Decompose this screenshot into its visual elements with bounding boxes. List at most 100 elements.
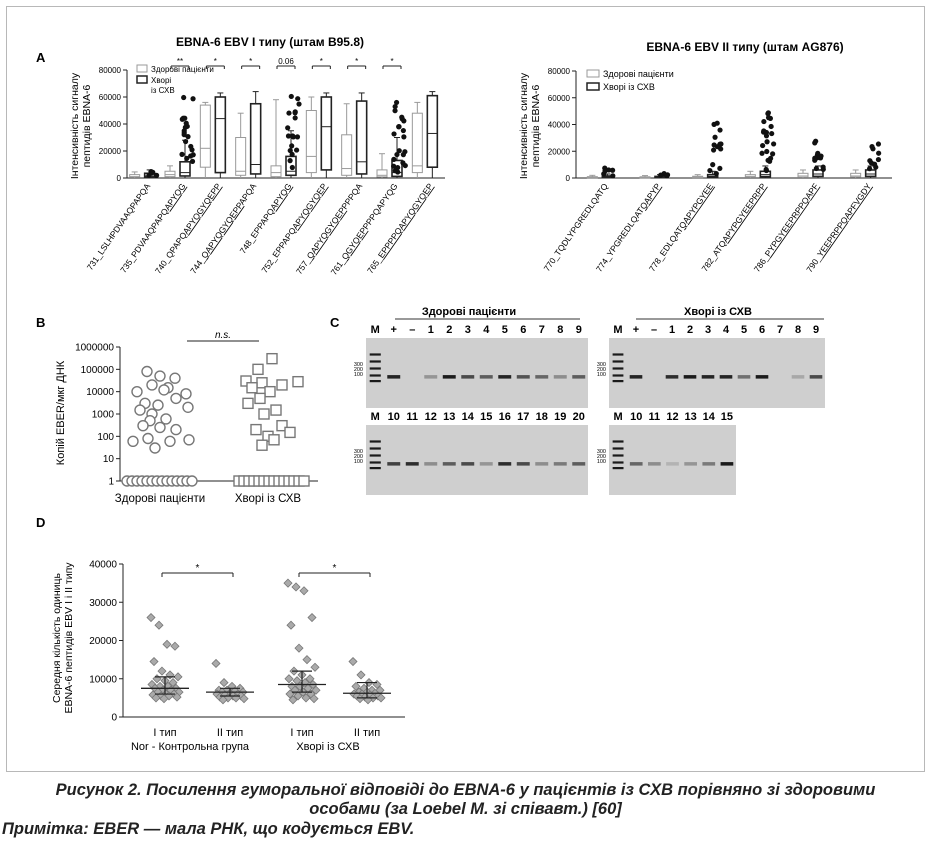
gel-lane-label: 10 [388,411,400,423]
sig-label: * [196,563,200,574]
legend-healthy-label: Здорові пацієнти [151,65,214,74]
gel-lane-label: 2 [687,324,693,336]
pcr-band [387,375,401,379]
gel-lane-label: 13 [685,411,697,423]
panel-b-letter: B [36,315,45,330]
gel-lane-label: M [613,411,622,423]
outlier-point [765,111,771,117]
pcr-band [666,462,679,466]
peptide-label: 740_QPAPQAPYQGYQEPP [153,181,223,276]
peptide-label: 744_QAPYQGYQEPPAPQA [188,181,258,276]
outlier-point [876,150,882,156]
box [376,169,388,178]
panel-d-xtick-3: I тип [290,727,313,739]
outlier-point [815,150,821,156]
box [179,161,191,177]
data-point [146,612,156,623]
outlier-point [181,94,187,101]
outlier-point [285,125,291,131]
marker-band [369,380,381,383]
outlier-point [183,138,189,145]
y-tick-label: 1000 [92,410,115,421]
outlier-point [148,168,154,175]
data-point [159,694,169,704]
y-tick-label: 80000 [99,66,122,75]
panel-c-header-healthy: Здорові пацієнти [422,306,516,318]
sig-label: * [214,57,217,66]
panel-a-right-ylabel-2: пептидів EBNA-6 [530,84,542,167]
outlier-point [396,123,402,130]
healthy-point [160,413,172,425]
marker-band [369,467,381,470]
outlier-point [183,120,189,126]
outlier-point [710,147,717,153]
pcr-band [516,462,530,466]
pcr-band [572,375,586,379]
outlier-point [401,134,407,140]
legend-patients-label: Хворі [151,76,171,85]
healthy-point-baseline [186,475,198,487]
marker-size-label: 300 [597,449,606,455]
sig-label: 0.06 [278,57,294,66]
y-tick-label: 10000 [89,674,117,685]
panel-a-letter: A [36,50,46,65]
marker-band [612,367,624,370]
figure-frame [6,6,925,772]
marker-band [612,467,624,470]
gel-lane-label: 17 [517,411,529,423]
data-point [149,656,159,667]
data-point [299,586,309,596]
y-tick-label: 10000 [86,387,114,398]
pcr-band [809,375,823,379]
marker-size-label: 100 [597,459,606,465]
data-point [219,678,229,688]
sig-label: ** [177,57,183,66]
gel-lane-label: 3 [705,324,711,336]
outlier-point [761,118,767,125]
y-tick-label: 40000 [99,120,122,129]
outlier-point [875,156,882,163]
outlier-point [391,156,397,162]
legend-patients-label-2: із СХВ [151,86,175,95]
outlier-point [710,162,716,168]
box [164,170,176,178]
gel-lane-label: 19 [554,411,566,423]
outlier-point [292,110,298,116]
data-point [307,612,317,623]
data-point [294,643,304,653]
outlier-point [394,151,400,158]
outlier-point [761,128,767,134]
gel-lane-label: 16 [499,411,511,423]
patient-point [252,363,264,376]
outlier-point [759,150,765,156]
pcr-band [684,462,697,466]
gel-lane-label: M [613,324,622,336]
panel-d-group-2: Хворі із СХВ [296,741,359,753]
healthy-point [142,432,154,445]
outlier-point [768,155,774,161]
panel-a-right-legend: Здорові пацієнти Хворі із СХВ [586,69,674,92]
healthy-point [137,419,149,432]
sig-label: * [333,563,337,574]
pcr-band [665,375,679,379]
data-point [291,582,301,592]
pcr-band [755,375,769,379]
box [235,137,247,176]
healthy-point [134,404,146,416]
peptide-label: 757_QAPYQGYQEPPPPQA [294,181,365,276]
outlier-point [392,108,398,114]
marker-size-label: 200 [354,454,363,460]
peptide-label: 765_EPPPPQAPYQGYQEP [365,181,435,275]
panel-b-group-2: Хворі із СХВ [235,493,302,505]
gel-lane-label: 10 [630,411,642,423]
gel-lane-label: 20 [573,411,585,423]
box [797,172,809,178]
pcr-band [387,462,401,466]
gel-lane-label: 7 [777,324,783,336]
outlier-point [182,115,188,121]
data-point [376,693,386,703]
data-point [168,678,178,688]
marker-size-label: 300 [354,449,363,455]
outlier-point [717,165,723,172]
